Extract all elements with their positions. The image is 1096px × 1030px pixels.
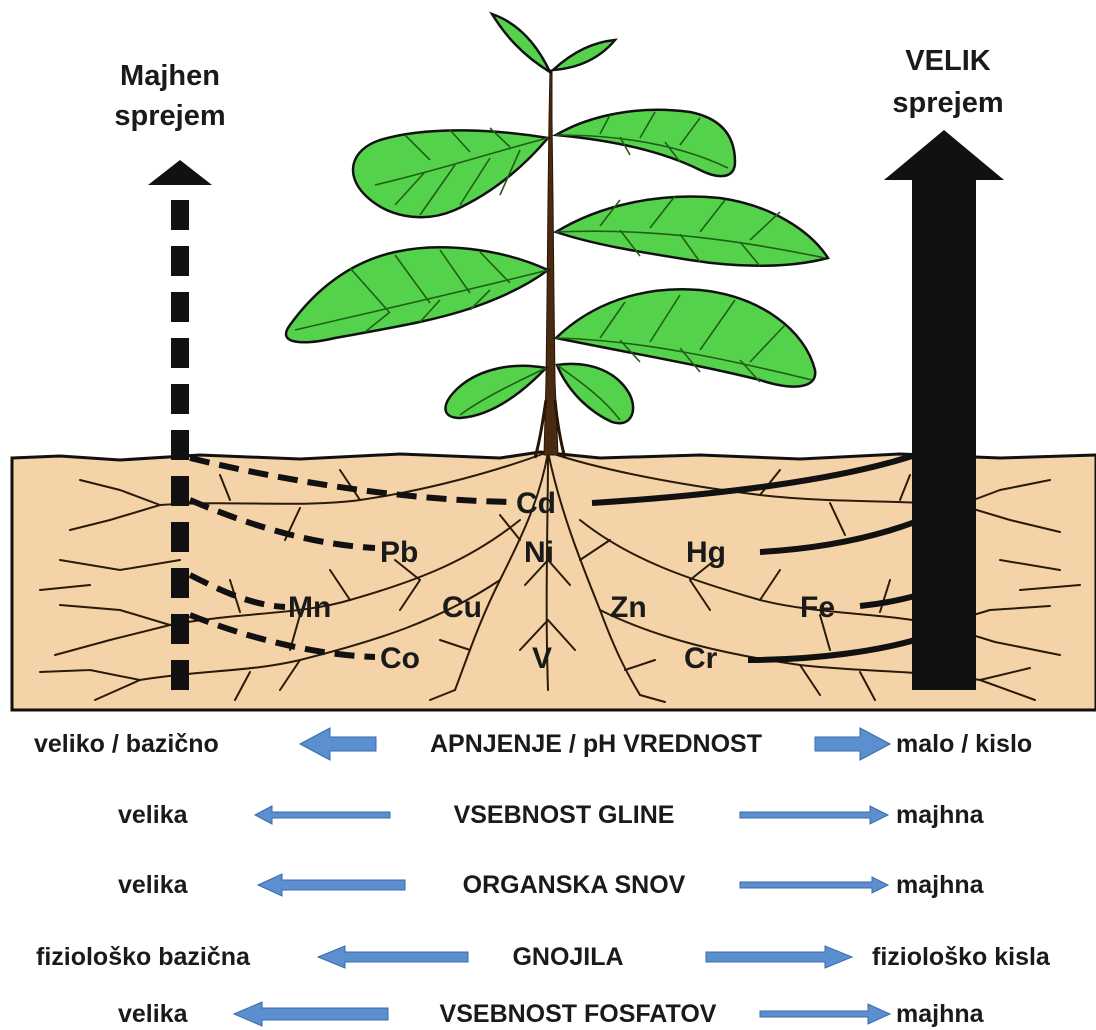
plant-leaves: [286, 14, 828, 423]
right-header-line1: VELIK: [905, 45, 990, 77]
factor-2-center: VSEBNOST GLINE: [454, 801, 675, 829]
element-zn: Zn: [610, 591, 647, 624]
factor-4-center: GNOJILA: [512, 943, 623, 971]
factor-1-right: malo / kislo: [896, 730, 1032, 758]
factor-4-left: fiziološko bazična: [36, 943, 251, 971]
factor-3-left: velika: [118, 871, 189, 899]
element-hg: Hg: [686, 536, 726, 569]
factor-1-right-arrow: [815, 728, 890, 760]
factor-5-right-arrow: [760, 1004, 890, 1024]
factor-3-right: majhna: [896, 871, 985, 899]
element-cd: Cd: [516, 487, 556, 520]
element-v: V: [532, 642, 552, 675]
element-cr: Cr: [684, 642, 718, 675]
factor-5-left: velika: [118, 1000, 189, 1028]
plant-stem: [544, 70, 558, 455]
factor-2-right: majhna: [896, 801, 985, 829]
factor-2-right-arrow: [740, 806, 888, 824]
factor-5-left-arrow: [234, 1002, 388, 1026]
factor-3-left-arrow: [258, 874, 405, 896]
left-header-line1: Majhen: [120, 60, 220, 92]
factor-2-left-arrow: [255, 806, 390, 824]
element-fe: Fe: [800, 591, 835, 624]
factor-3-right-arrow: [740, 877, 888, 893]
element-mn: Mn: [288, 591, 331, 624]
left-header-line2: sprejem: [114, 100, 225, 132]
factor-4-right-arrow: [706, 946, 852, 968]
factor-1-left: veliko / bazično: [34, 730, 219, 758]
factor-1-center: APNJENJE / pH VREDNOST: [430, 730, 762, 758]
factor-4-right: fiziološko kisla: [872, 943, 1051, 971]
element-ni: Ni: [524, 536, 554, 569]
factor-2-left: velika: [118, 801, 189, 829]
factor-1-left-arrow: [300, 728, 376, 760]
element-co: Co: [380, 642, 420, 675]
right-header-line2: sprejem: [892, 87, 1003, 119]
factor-5-center: VSEBNOST FOSFATOV: [440, 1000, 717, 1028]
element-cu: Cu: [442, 591, 482, 624]
factor-3-center: ORGANSKA SNOV: [463, 871, 686, 899]
element-pb: Pb: [380, 536, 418, 569]
factor-5-right: majhna: [896, 1000, 985, 1028]
factor-4-left-arrow: [318, 946, 468, 968]
